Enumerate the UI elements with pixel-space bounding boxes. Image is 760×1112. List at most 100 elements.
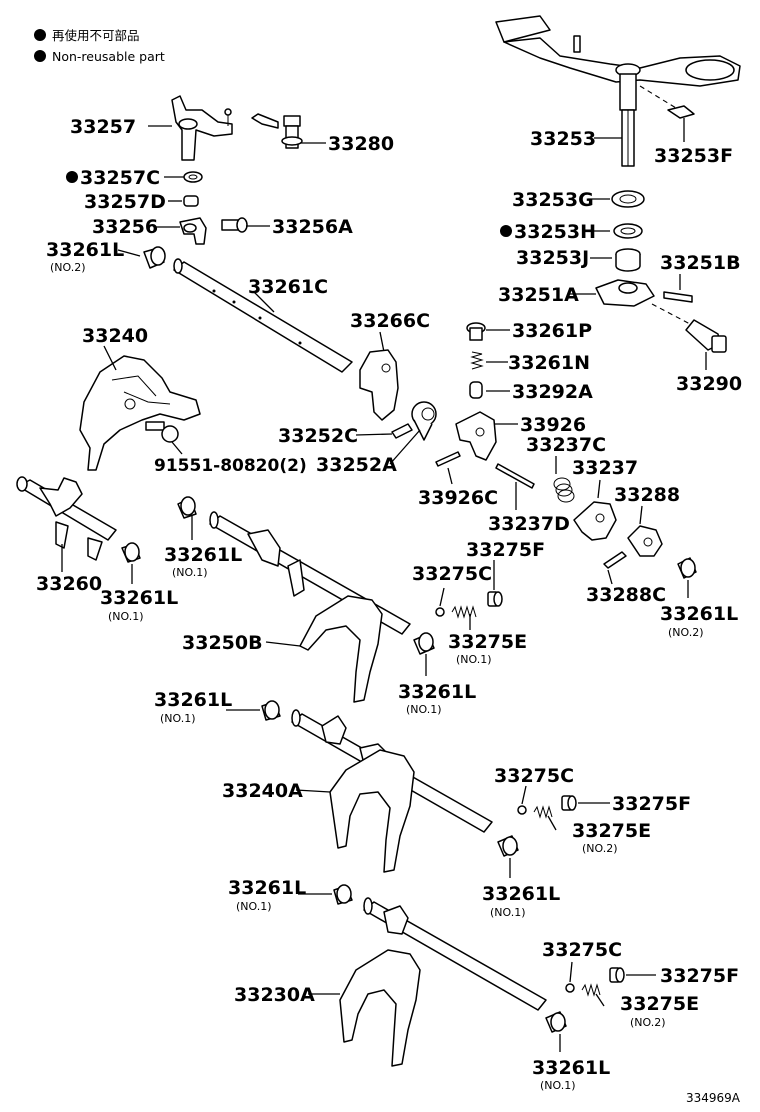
label-33261L-f: 33261L xyxy=(228,877,306,899)
part-33261N-spring[interactable] xyxy=(470,351,484,370)
part-33237C-spring[interactable] xyxy=(553,477,575,503)
non-reusable-dot-icon xyxy=(500,225,512,237)
part-33253H[interactable] xyxy=(613,223,643,239)
part-33290[interactable] xyxy=(685,319,727,353)
part-33253J[interactable] xyxy=(615,248,641,272)
part-33237D-pin[interactable] xyxy=(495,463,535,489)
part-33251B-pin[interactable] xyxy=(663,291,693,303)
sub-no1-h: (NO.1) xyxy=(540,1079,576,1092)
part-33275E-spring[interactable] xyxy=(451,605,477,619)
part-33240-lever[interactable] xyxy=(79,355,201,471)
part-33261L-bushing[interactable] xyxy=(497,835,519,857)
part-33288[interactable] xyxy=(627,525,663,557)
label-33926: 33926 xyxy=(520,414,586,436)
part-33280[interactable] xyxy=(251,113,303,149)
label-33266C: 33266C xyxy=(350,310,430,332)
part-91551-bolt[interactable] xyxy=(145,421,179,443)
sub-no2-i: (NO.2) xyxy=(668,626,704,639)
part-33261L-bushing[interactable] xyxy=(177,496,197,519)
label-33275F-c: 33275F xyxy=(660,965,739,987)
legend-japanese: 再使用不可部品 xyxy=(52,28,140,43)
part-33275F-plug[interactable] xyxy=(487,591,503,607)
part-33275C-ball[interactable] xyxy=(517,805,527,815)
sub-no1-d: (NO.1) xyxy=(160,712,196,725)
label-33251B: 33251B xyxy=(660,252,741,274)
label-33252C: 33252C xyxy=(278,425,358,447)
part-33275C-ball[interactable] xyxy=(435,607,445,617)
part-33261L-bushing[interactable] xyxy=(143,246,166,269)
label-33261L-d: 33261L xyxy=(154,689,232,711)
label-33250B: 33250B xyxy=(182,632,263,654)
part-33926[interactable] xyxy=(455,411,497,461)
sub-no2-a: (NO.2) xyxy=(50,261,86,274)
part-33275E-spring[interactable] xyxy=(533,805,553,819)
non-reusable-dot-icon xyxy=(34,29,46,41)
part-33251A[interactable] xyxy=(595,279,655,307)
part-33253F[interactable] xyxy=(667,105,695,119)
part-33266C[interactable] xyxy=(359,349,399,421)
sub-no1-b: (NO.1) xyxy=(172,566,208,579)
label-33275F-a: 33275F xyxy=(466,539,545,561)
part-33261L-bushing[interactable] xyxy=(333,884,353,905)
sub-no2-eb: (NO.2) xyxy=(582,842,618,855)
part-33257[interactable] xyxy=(171,95,233,161)
part-33257C[interactable] xyxy=(183,171,203,183)
sub-no1-c: (NO.1) xyxy=(108,610,144,623)
part-33926C-pin[interactable] xyxy=(435,451,461,467)
part-33261L-bushing[interactable] xyxy=(121,542,141,563)
label-33237: 33237 xyxy=(572,457,638,479)
part-33237[interactable] xyxy=(573,501,617,541)
part-33252C-pin[interactable] xyxy=(391,423,413,439)
label-33251A: 33251A xyxy=(498,284,579,306)
part-33261P-plug[interactable] xyxy=(466,322,486,341)
label-33253: 33253 xyxy=(530,128,596,150)
label-33288: 33288 xyxy=(614,484,680,506)
part-33261L-bushing[interactable] xyxy=(413,632,435,655)
label-33261P: 33261P xyxy=(512,320,592,342)
label-33256: 33256 xyxy=(92,216,158,238)
part-33275F-plug[interactable] xyxy=(609,967,625,983)
label-33253J: 33253J xyxy=(516,247,589,269)
part-33260[interactable] xyxy=(16,476,117,561)
part-33256A[interactable] xyxy=(221,217,248,233)
part-33275F-plug[interactable] xyxy=(561,795,577,811)
label-33257: 33257 xyxy=(70,116,136,138)
label-33257C: 33257C xyxy=(80,167,160,189)
label-33256A: 33256A xyxy=(272,216,353,238)
sub-no1-e: (NO.1) xyxy=(406,703,442,716)
part-33250B-fork[interactable] xyxy=(209,511,411,703)
part-33261C-shaft[interactable] xyxy=(173,258,353,373)
part-33275E-spring[interactable] xyxy=(581,983,601,997)
part-33292A[interactable] xyxy=(469,381,483,399)
part-33261L-bushing[interactable] xyxy=(545,1011,567,1033)
part-33261L-bushing[interactable] xyxy=(261,700,281,721)
sub-no1-ea: (NO.1) xyxy=(456,653,492,666)
label-33253H: 33253H xyxy=(514,221,596,243)
part-33288C-pin[interactable] xyxy=(603,551,627,569)
label-33261L-b: 33261L xyxy=(164,544,242,566)
part-33230A-fork[interactable] xyxy=(339,897,547,1067)
part-33257D[interactable] xyxy=(183,195,199,207)
label-33275C-c: 33275C xyxy=(542,939,622,961)
label-33275E-c: 33275E xyxy=(620,993,699,1015)
label-33275F-b: 33275F xyxy=(612,793,691,815)
part-33275C-ball[interactable] xyxy=(565,983,575,993)
label-33261L-c: 33261L xyxy=(100,587,178,609)
label-33261L-a: 33261L xyxy=(46,239,124,261)
label-33257D: 33257D xyxy=(84,191,166,213)
label-33275C-b: 33275C xyxy=(494,765,574,787)
part-33253G[interactable] xyxy=(611,190,645,208)
part-33252A[interactable] xyxy=(411,401,437,441)
part-33256[interactable] xyxy=(179,217,207,245)
label-33280: 33280 xyxy=(328,133,394,155)
label-91551: 91551-80820(2) xyxy=(154,456,307,476)
part-33240A-fork[interactable] xyxy=(291,709,493,873)
non-reusable-dot-icon xyxy=(66,171,78,183)
label-33261L-g: 33261L xyxy=(482,883,560,905)
part-33261L-bushing[interactable] xyxy=(677,557,697,579)
figure-id: 334969A xyxy=(686,1091,741,1105)
sub-no1-g: (NO.1) xyxy=(490,906,526,919)
part-33253-shaft[interactable] xyxy=(495,15,741,167)
label-33261N: 33261N xyxy=(508,352,590,374)
legend: 再使用不可部品 Non-reusable part xyxy=(34,28,165,64)
